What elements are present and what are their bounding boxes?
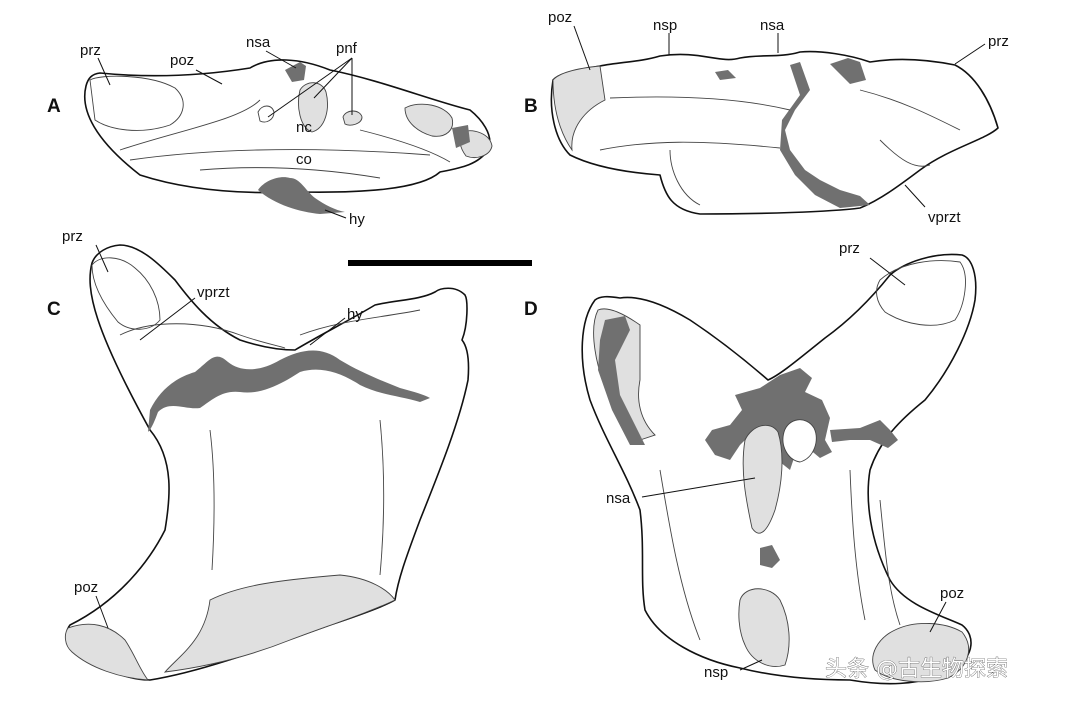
panel-d-surface-lines xyxy=(659,469,901,641)
panel-a-matrix-top xyxy=(285,62,306,82)
label-c-vprzt: vprzt xyxy=(197,284,230,301)
panel-d-matrix-left xyxy=(598,316,645,445)
label-c-poz: poz xyxy=(74,579,98,596)
label-b-nsp: nsp xyxy=(653,17,677,34)
panel-c-poz-facet xyxy=(64,623,149,681)
label-a-hy: hy xyxy=(349,211,365,228)
label-c-prz: prz xyxy=(62,228,83,245)
label-a-poz: poz xyxy=(170,52,194,69)
watermark-text: 头条 @古生物探索 xyxy=(825,657,1008,682)
panel-d-matrix-arm xyxy=(830,420,898,448)
label-b-nsa: nsa xyxy=(760,17,785,34)
panel-a-surface-lines xyxy=(119,99,451,179)
panel-c-surface-lines xyxy=(209,309,421,576)
panel-b-outline xyxy=(550,50,999,215)
leader-b-vprzt xyxy=(904,184,926,208)
label-b-vprzt: vprzt xyxy=(928,209,961,226)
panel-a-light-area-right xyxy=(404,103,454,137)
panel-b-drawing xyxy=(550,50,999,215)
panel-d-hole xyxy=(782,419,817,463)
label-c-hy: hy xyxy=(347,306,363,323)
panel-c-vprzt-trough xyxy=(119,323,286,349)
panel-d-letter: D xyxy=(524,299,538,320)
panel-b-letter: B xyxy=(524,96,538,117)
leader-a-nsa xyxy=(265,50,297,69)
panel-a-letter: A xyxy=(47,96,61,117)
leader-c-poz xyxy=(95,595,109,629)
panel-c-matrix-band xyxy=(148,350,430,432)
panel-b-matrix-notch xyxy=(830,58,866,84)
panel-d-poz-facet xyxy=(872,622,970,683)
label-a-pnf: pnf xyxy=(336,40,358,57)
leader-d-nsp xyxy=(739,659,763,671)
label-d-prz: prz xyxy=(839,240,860,257)
panel-d-drawing xyxy=(581,253,977,685)
panel-a-neural-canal xyxy=(298,82,328,133)
label-a-nsa: nsa xyxy=(246,34,271,51)
panel-c-letter: C xyxy=(47,299,61,320)
panel-d-annotations: D prz nsa poz nsp xyxy=(524,240,964,681)
label-a-prz: prz xyxy=(80,42,101,59)
label-b-prz: prz xyxy=(988,33,1009,50)
panel-b-matrix-top xyxy=(715,70,736,80)
leader-c-hy xyxy=(309,317,346,346)
leader-a-pnf-1 xyxy=(267,57,353,118)
panel-b-surface-lines xyxy=(599,89,961,206)
panel-a-outline xyxy=(84,59,491,194)
panel-a-matrix-bottom xyxy=(258,177,345,214)
label-d-nsp: nsp xyxy=(704,664,728,681)
leader-a-prz xyxy=(97,57,111,86)
leader-d-prz xyxy=(869,257,906,286)
label-d-poz: poz xyxy=(940,585,964,602)
panel-d-matrix-small xyxy=(760,545,780,568)
panel-a-annotations: A prz poz nsa pnf nc co hy xyxy=(47,34,365,228)
panel-b-poz-area xyxy=(552,65,606,152)
leader-d-nsa xyxy=(641,477,756,498)
panel-c-outline xyxy=(66,244,470,681)
label-d-nsa: nsa xyxy=(606,490,631,507)
panel-a-pnf-fossa-left xyxy=(257,105,275,123)
panel-b-annotations: B poz nsp nsa prz vprzt xyxy=(524,9,1009,226)
label-a-co: co xyxy=(296,151,312,168)
panel-d-prz-facet xyxy=(876,260,966,326)
leader-a-hy xyxy=(324,209,347,219)
panel-a-prz-facet xyxy=(89,75,184,131)
label-b-poz: poz xyxy=(548,9,572,26)
panel-c-drawing xyxy=(64,244,470,681)
leader-d-poz xyxy=(929,601,947,633)
panel-d-nsa-area xyxy=(742,424,783,534)
panel-c-poz-light xyxy=(163,574,396,673)
leader-c-vprzt xyxy=(139,297,196,341)
panel-a-matrix-right xyxy=(452,125,470,148)
leader-b-poz xyxy=(573,25,591,71)
panel-b-matrix-seam xyxy=(780,62,870,208)
panel-a-pnf-fossa-right xyxy=(342,110,363,126)
leader-a-poz xyxy=(195,69,223,85)
panel-d-nsp-area xyxy=(738,588,790,667)
leader-a-pnf-2 xyxy=(313,57,353,99)
panel-a-drawing xyxy=(84,59,493,214)
panel-c-annotations: C prz vprzt hy poz xyxy=(47,228,363,629)
panel-c-prz-facet xyxy=(91,257,161,330)
label-a-nc: nc xyxy=(296,119,312,136)
leader-c-prz xyxy=(95,244,109,273)
leader-b-prz xyxy=(954,43,986,65)
